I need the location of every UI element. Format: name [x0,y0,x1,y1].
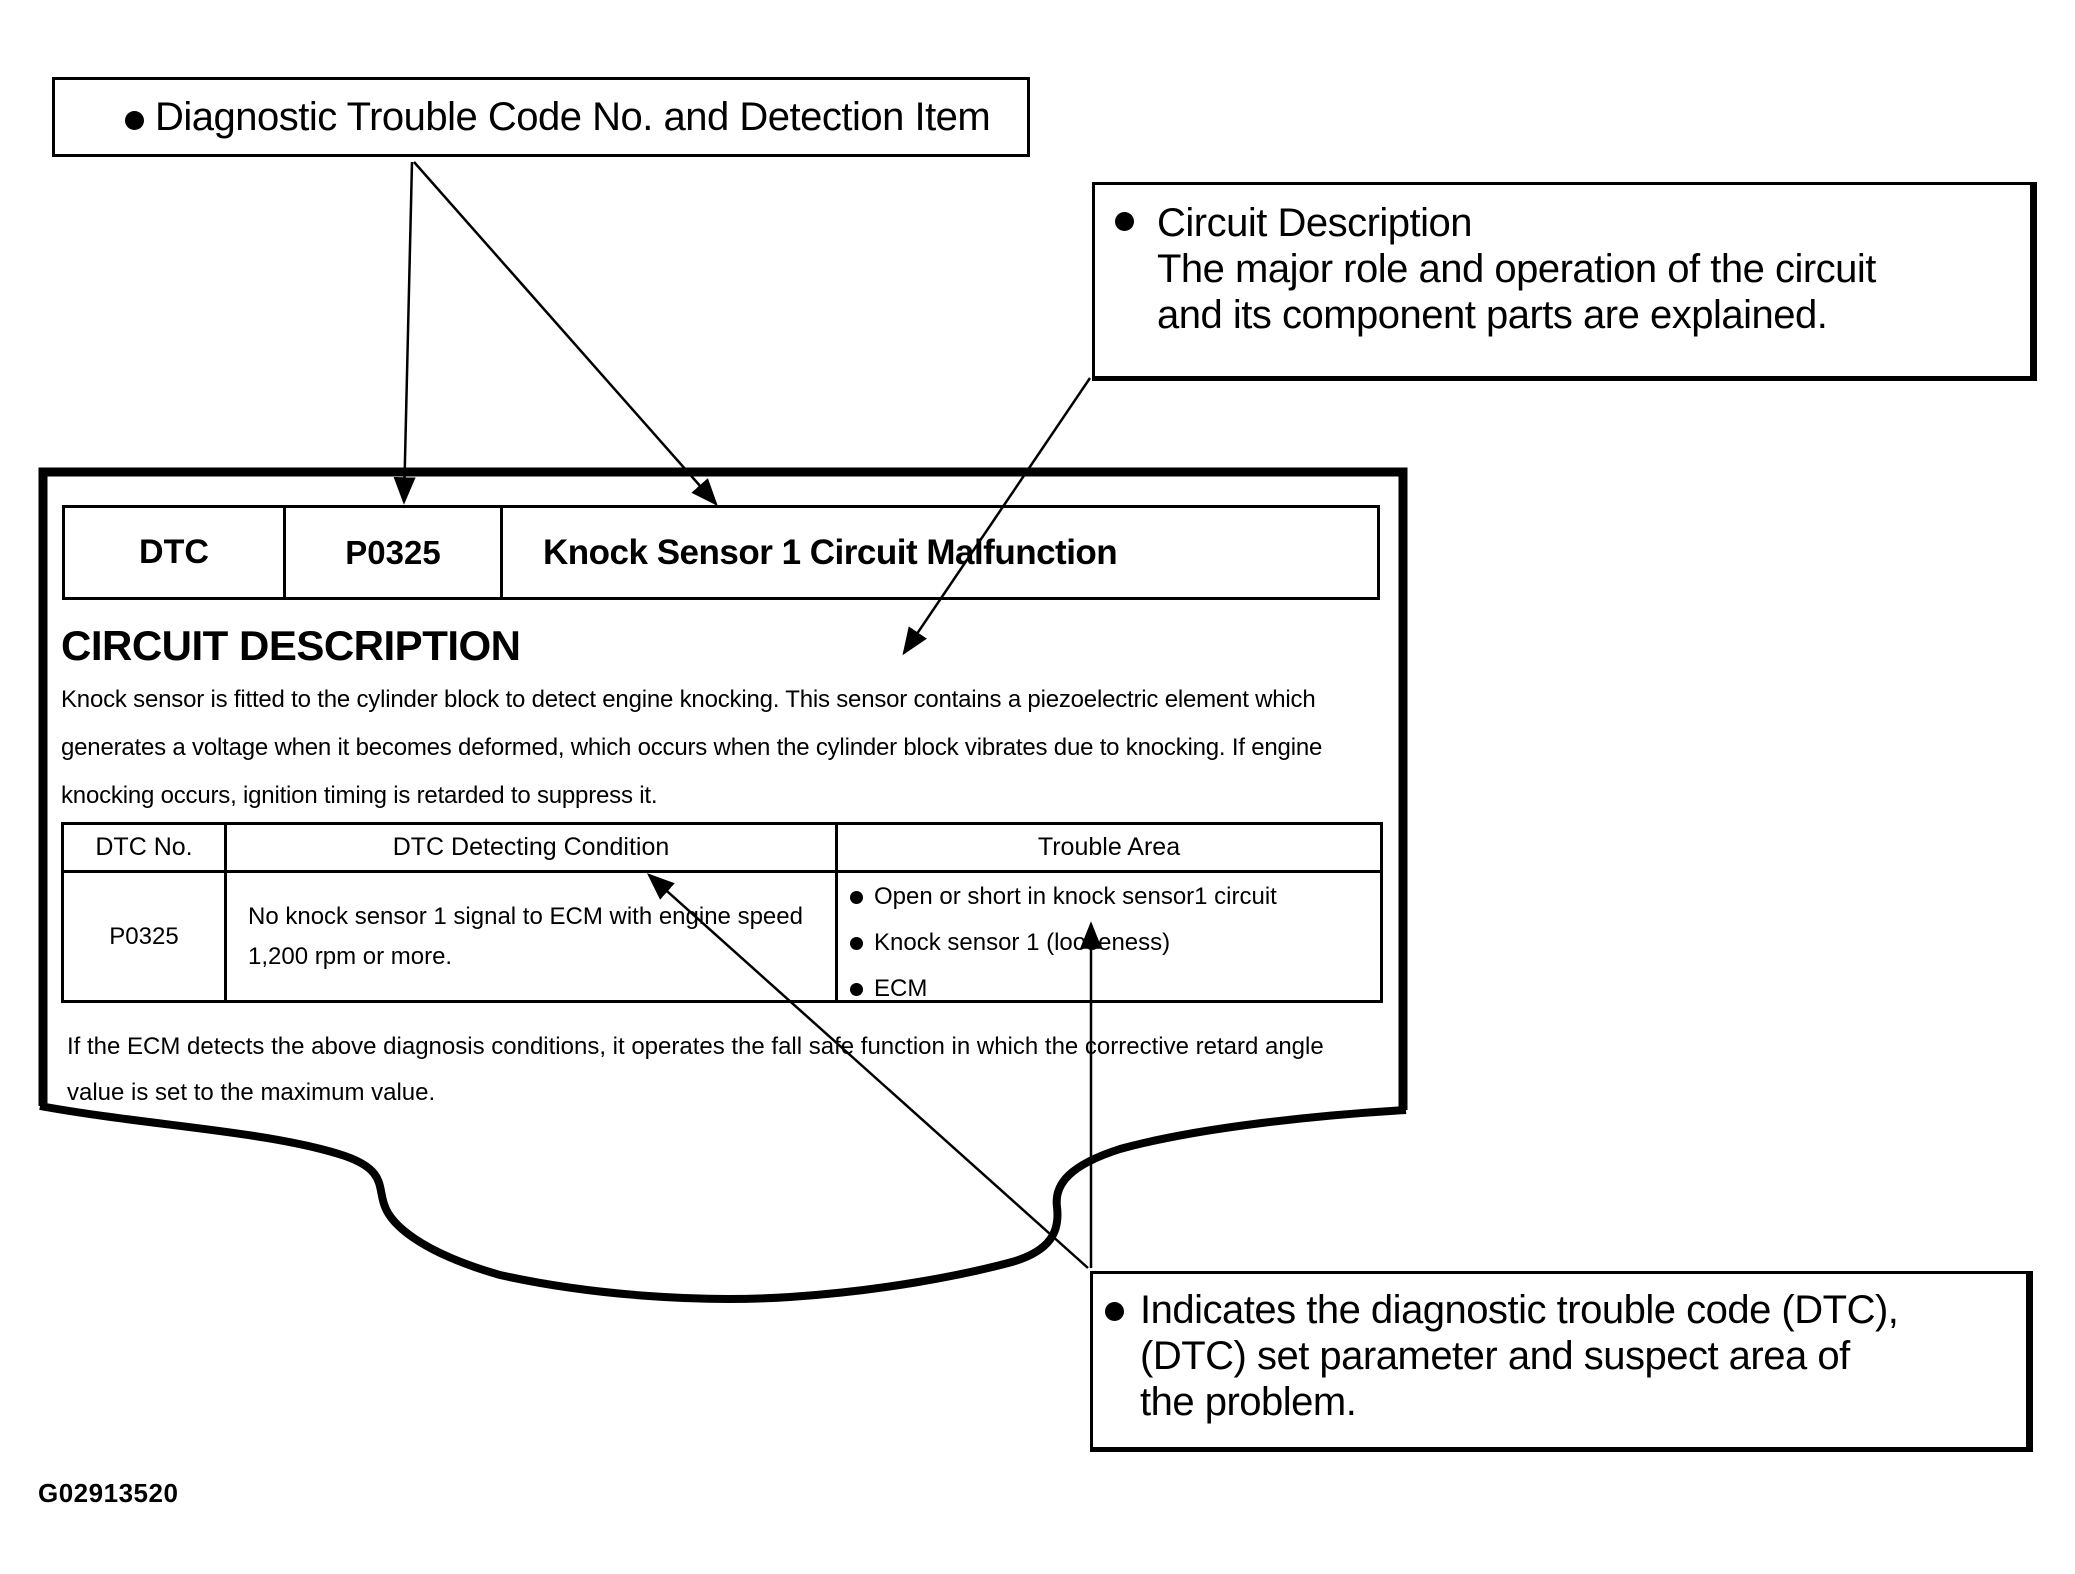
cell-dtc-no: P0325 [64,873,227,1000]
col-header-dtc-no: DTC No. [64,825,227,870]
dtc-title-cell: Knock Sensor 1 Circuit Malfunction [543,532,1118,572]
callout-line: and its component parts are explained. [1157,293,1828,337]
condition-line: No knock sensor 1 signal to ECM with eng… [248,903,803,930]
bullet-icon [850,890,863,904]
trouble-item-label: Knock sensor 1 (looseness) [874,929,1171,956]
list-item: ECM [838,966,1380,1012]
bullet-icon [125,111,144,130]
callout-text-block: Indicates the diagnostic trouble code (D… [1140,1287,1899,1425]
fail-safe-note: If the ECM detects the above diagnosis c… [67,1024,1324,1116]
trouble-area-list: Open or short in knock sensor1 circuit K… [838,874,1380,1012]
callout-line: Indicates the diagnostic trouble code (D… [1140,1288,1899,1332]
condition-text: No knock sensor 1 signal to ECM with eng… [248,897,803,977]
cell-trouble-area: Open or short in knock sensor1 circuit K… [838,873,1380,1002]
trouble-item-label: Open or short in knock sensor1 circuit [874,883,1277,910]
bullet-icon [1115,212,1134,231]
callout-line: The major role and operation of the circ… [1157,247,1876,291]
dtc-condition-table: DTC No. DTC Detecting Condition Trouble … [61,822,1383,1003]
arrow-to-dtc-code [393,161,416,505]
circuit-description-heading: CIRCUIT DESCRIPTION [61,622,521,669]
figure-id: G02913520 [38,1478,179,1508]
bullet-icon [1105,1302,1124,1321]
callout-label: Diagnostic Trouble Code No. and Detectio… [155,95,991,139]
col-header-detecting-condition: DTC Detecting Condition [227,825,838,870]
table-header-row: DTC No. DTC Detecting Condition Trouble … [64,825,1380,873]
callout-dtc-number-detection-item: Diagnostic Trouble Code No. and Detectio… [52,77,1030,157]
list-item: Open or short in knock sensor1 circuit [838,874,1380,920]
paragraph-line: knocking occurs, ignition timing is reta… [61,782,658,809]
dtc-header-table: DTC P0325 Knock Sensor 1 Circuit Malfunc… [62,505,1380,600]
paragraph-line: generates a voltage when it becomes defo… [61,734,1323,761]
dtc-code-cell: P0325 [286,508,503,597]
arrow-to-detection-item [413,161,718,507]
callout-indicates-dtc: Indicates the diagnostic trouble code (D… [1090,1271,2033,1452]
dtc-label-cell: DTC [65,508,286,597]
callout-line: (DTC) set parameter and suspect area of [1140,1334,1850,1378]
callout-line: the problem. [1140,1380,1357,1424]
paragraph-line: Knock sensor is fitted to the cylinder b… [61,686,1316,713]
callout-line: Circuit Description [1157,201,1473,245]
condition-line: 1,200 rpm or more. [248,943,453,970]
trouble-item-label: ECM [874,975,928,1002]
circuit-description-paragraph: Knock sensor is fitted to the cylinder b… [61,676,1322,820]
bullet-icon [850,982,863,996]
bullet-icon [850,936,863,950]
note-line: value is set to the maximum value. [67,1079,436,1106]
note-line: If the ECM detects the above diagnosis c… [67,1033,1324,1060]
cell-detecting-condition: No knock sensor 1 signal to ECM with eng… [227,873,838,1000]
list-item: Knock sensor 1 (looseness) [838,920,1380,966]
callout-text-block: Circuit Description The major role and o… [1157,200,1876,338]
table-row: P0325 No knock sensor 1 signal to ECM wi… [64,873,1380,1002]
col-header-trouble-area: Trouble Area [1037,833,1181,861]
callout-circuit-description: Circuit Description The major role and o… [1092,182,2037,381]
torn-edge [39,1102,1407,1303]
